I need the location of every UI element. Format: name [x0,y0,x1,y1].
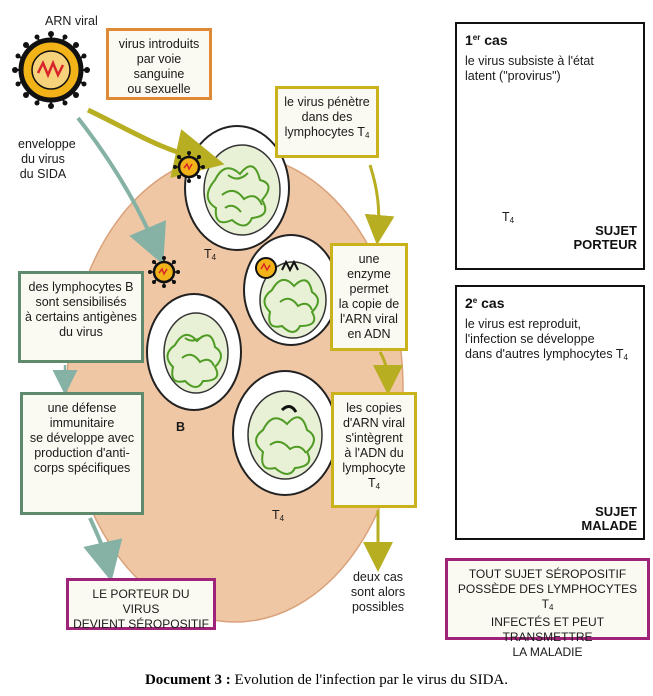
box-tout-sujet: TOUT SUJET SÉROPOSITIF POSSÈDE DES LYMPH… [445,558,650,659]
case2-outcome: SUJET MALADE [581,504,637,533]
case1-text: le virus subsiste à l'état latent ("prov… [465,54,594,83]
arrow-penetre-to-enzyme [364,164,395,245]
arrow-defense-to-seropositif [83,517,123,582]
arrow-virus-to-b [76,116,167,265]
lymphocyte-t4-middle [243,234,339,346]
box-virus-penetre: le virus pénètre dans des lymphocytes T4 [275,86,379,158]
virus-uncoated [255,257,299,279]
panel-case-1: 1er cas le virus subsiste à l'état laten… [455,22,645,270]
box-virus-introduits: virus introduits par voie sanguine ou se… [106,28,212,100]
virus-small-2 [148,256,180,288]
case2-text: le virus est reproduit, l'infection se d… [465,317,628,362]
text-deux-cas: deux cas sont alors possibles [350,570,406,614]
box-defense-immunitaire: une défense immunitaire se développe ave… [20,392,144,515]
lymphocyte-t4-bottom [232,370,338,496]
lymphocyte-t4-top [184,125,290,251]
document-caption: Document 3 : Evolution de l'infection pa… [144,672,509,688]
lymphocyte-b [146,293,242,411]
arrow-enzyme-to-copies [372,351,403,395]
label-enveloppe: enveloppe du virus du SIDA [18,137,76,181]
box-enzyme: une enzyme permet la copie de l'ARN vira… [330,243,408,351]
case1-t4-label: T4 [502,210,515,225]
label-t4-top: T4 [204,247,217,262]
box-copies-integrent: les copies d'ARN viral s'intègrent à l'A… [331,392,417,508]
box-seropositif: LE PORTEUR DU VIRUS DEVIENT SÉROPOSITIF [66,578,216,631]
label-b: B [176,420,186,434]
panel-case-2: 2e cas le virus est reproduit, l'infecti… [455,285,645,540]
label-arn-viral: ARN viral [45,14,98,28]
case2-title: 2e cas [465,295,505,311]
case1-outcome: SUJET PORTEUR [573,223,637,252]
case1-title: 1er cas [465,32,508,48]
virus-small-1 [173,151,205,183]
box-lymphocytes-b: des lymphocytes B sont sensibilisés à ce… [18,271,144,363]
virus-large [12,31,90,109]
label-t4-bottom: T4 [272,508,285,523]
